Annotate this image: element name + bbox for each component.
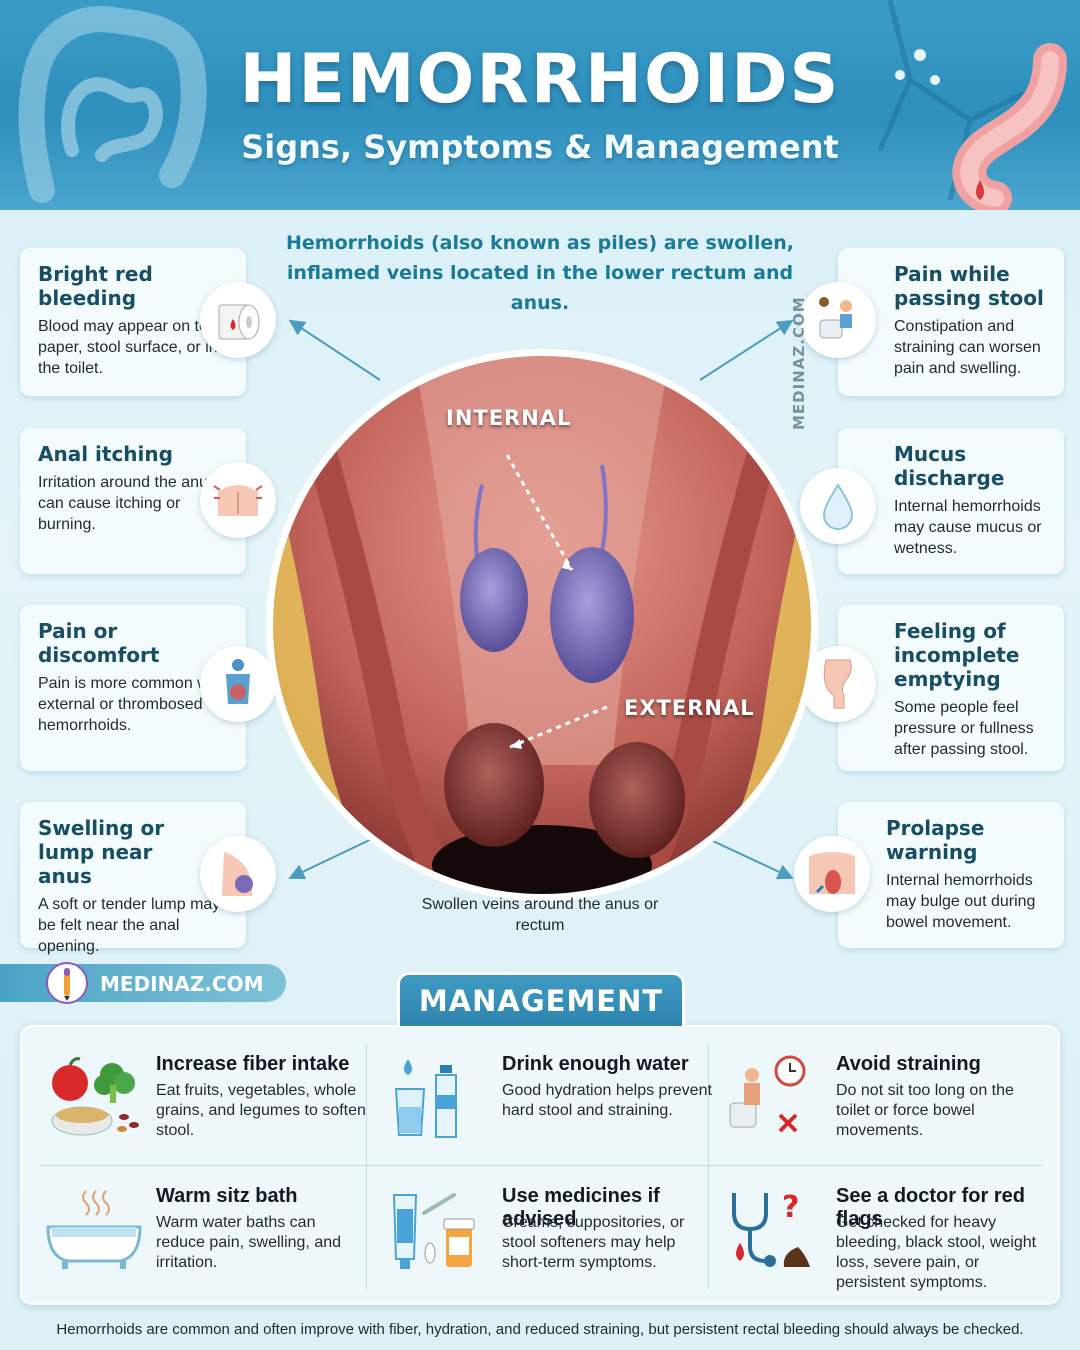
svg-text:?: ?: [782, 1190, 799, 1225]
management-heading: MANAGEMENT: [397, 972, 685, 1026]
divider: [366, 1045, 367, 1289]
management-item-straining: Avoid straining Do not sit too long on t…: [722, 1053, 1052, 1173]
management-desc: Creams, suppositories, or stool softener…: [502, 1214, 685, 1271]
symptom-desc: Irritation around the anus can cause itc…: [38, 474, 216, 533]
management-panel: Increase fiber intake Eat fruits, vegeta…: [20, 1025, 1060, 1305]
management-desc: Do not sit too long on the toilet or for…: [836, 1082, 1014, 1139]
brand-tab: MEDINAZ.COM: [0, 962, 286, 1004]
symptom-title: Feeling of incomplete emptying: [894, 619, 1020, 691]
divider: [40, 1165, 1044, 1166]
divider: [708, 1045, 709, 1289]
page-subtitle: Signs, Symptoms & Management: [241, 128, 839, 166]
symptom-title: Bright red bleeding: [38, 262, 153, 310]
management-desc: Warm water baths can reduce pain, swelli…: [156, 1214, 342, 1271]
management-item-sitz-bath: Warm sitz bath Warm water baths can redu…: [42, 1185, 372, 1305]
water-bottle-icon: [394, 1059, 457, 1138]
droplet-icon: [800, 468, 876, 544]
label-external: EXTERNAL: [624, 696, 755, 720]
itching-icon: [200, 462, 276, 538]
management-title: Drink enough water: [502, 1053, 689, 1075]
management-item-water: Drink enough water Good hydration helps …: [388, 1053, 718, 1173]
label-internal: INTERNAL: [446, 406, 572, 430]
pain-icon: [200, 646, 276, 722]
management-item-fiber: Increase fiber intake Eat fruits, vegeta…: [42, 1053, 372, 1173]
symptom-desc: Pain is more common with external or thr…: [38, 675, 226, 734]
symptom-title: Pain or discomfort: [38, 619, 160, 667]
illustration-caption: Swollen veins around the anus or rectum: [421, 896, 659, 934]
toilet-paper-icon: [200, 282, 276, 358]
management-title: Increase fiber intake: [156, 1053, 350, 1075]
brand-name: MEDINAZ.COM: [100, 972, 264, 996]
symptom-desc: A soft or tender lump may be felt near t…: [38, 896, 221, 955]
management-item-doctor: ? See a doctor for red flags Get checked…: [722, 1185, 1052, 1305]
symptom-desc: Internal hemorrhoids may bulge out durin…: [886, 872, 1036, 931]
medicine-icon: [392, 1193, 475, 1269]
lump-icon: [200, 836, 276, 912]
symptom-card-prolapse: Prolapse warning Internal hemorrhoids ma…: [838, 802, 1064, 948]
symptom-desc: Blood may appear on toilet paper, stool …: [38, 318, 229, 377]
page-title: HEMORRHOIDS: [239, 40, 841, 119]
symptom-desc: Internal hemorrhoids may cause mucus or …: [894, 498, 1042, 557]
symptom-title: Swelling or lump near anus: [38, 816, 165, 888]
symptom-desc: Some people feel pressure or fullness af…: [894, 699, 1034, 758]
symptom-desc: Constipation and straining can worsen pa…: [894, 318, 1041, 377]
brand-logo-icon: [46, 962, 88, 1004]
management-title: Avoid straining: [836, 1053, 981, 1075]
symptom-title: Anal itching: [38, 442, 173, 466]
management-desc: Good hydration helps prevent hard stool …: [502, 1082, 712, 1119]
symptom-title: Pain while passing stool: [894, 262, 1044, 310]
footer-note: Hemorrhoids are common and often improve…: [56, 1321, 1024, 1338]
prolapse-icon: [794, 836, 870, 912]
fruits-vegetables-icon: [51, 1057, 139, 1136]
management-title: Warm sitz bath: [156, 1185, 298, 1207]
clock-toilet-icon: [729, 1055, 806, 1133]
management-title: See a doctor for red flags: [836, 1185, 1025, 1230]
colon-illustration: [877, 0, 1067, 210]
management-desc: Get checked for heavy bleeding, black st…: [836, 1214, 1037, 1291]
stethoscope-icon: ?: [732, 1190, 810, 1267]
symptom-title: Mucus discharge: [894, 442, 1005, 490]
management-item-medicines: Use medicines if advised Creams, supposi…: [388, 1185, 718, 1305]
header-banner: HEMORRHOIDS Signs, Symptoms & Management: [0, 0, 1080, 210]
watermark: MEDINAZ.COM: [790, 296, 808, 430]
management-desc: Eat fruits, vegetables, whole grains, an…: [156, 1082, 366, 1139]
symptom-title: Prolapse warning: [886, 816, 985, 864]
intro-text: Hemorrhoids (also known as piles) are sw…: [285, 232, 795, 314]
toilet-strain-icon: [800, 282, 876, 358]
anatomy-illustration: [266, 349, 818, 901]
intestine-illustration: [18, 6, 207, 203]
bathtub-icon: [46, 1190, 142, 1269]
management-title: Use medicines if advised: [502, 1185, 660, 1230]
